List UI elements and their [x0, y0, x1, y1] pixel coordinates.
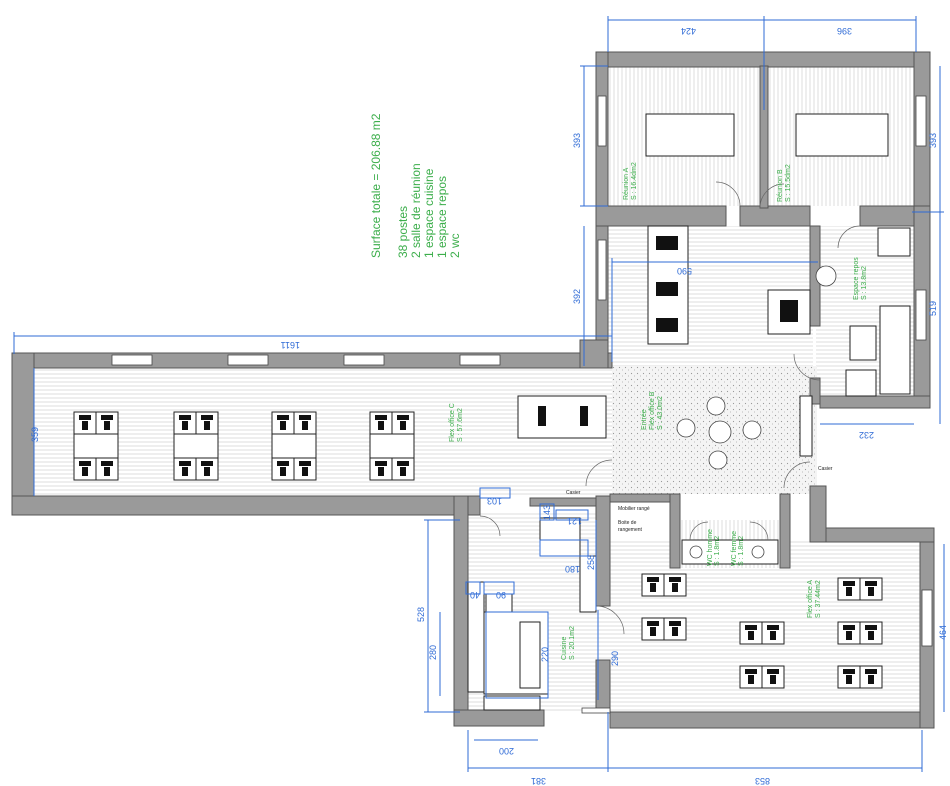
summary-reunion: 2 salle de réunion [409, 163, 423, 258]
espace-repos-furniture [799, 227, 911, 457]
label-rangement: rangement [618, 527, 643, 533]
dim-232: 232 [859, 430, 874, 440]
dim-40: 40 [470, 590, 480, 600]
room-label-flex-b: Flex office B [649, 391, 656, 430]
room-area-flex-a: S : 37.44m2 [815, 580, 822, 618]
dim-200: 200 [499, 746, 514, 756]
walls [11, 51, 935, 729]
dim-180: 180 [565, 564, 580, 574]
room-area-wc-h: S : 1.8m2 [714, 536, 721, 566]
kitchen-furniture [467, 517, 597, 711]
wc-fixtures [681, 539, 779, 565]
room-label-entree: Entrée [641, 409, 648, 430]
room-label-flex-a: Flex office A [807, 580, 814, 618]
room-area-espace-repos: S : 13.8m2 [861, 266, 868, 300]
dim-396: 396 [837, 26, 852, 36]
meeting-tables [645, 113, 889, 157]
label-boite: Boite de [618, 520, 637, 526]
dimension-lines [13, 16, 945, 772]
flex-office-b-desks [647, 225, 811, 345]
dim-143: 143 [542, 505, 552, 520]
room-label-reunion-a: Réunion A [623, 167, 630, 200]
summary-wc: 2 wc [448, 233, 462, 258]
summary-repos: 1 espace repos [435, 176, 449, 258]
room-label-flex-c: Flex office C [449, 403, 456, 442]
room-area-flex-b: S : 43.0m2 [657, 396, 664, 430]
dim-853: 853 [755, 776, 770, 786]
room-area-wc-f: S : 1.8m2 [738, 536, 745, 566]
dim-393-right: 393 [928, 133, 938, 148]
label-casier-2: Casier [818, 466, 833, 472]
room-area-reunion-b: S : 15.5dm2 [785, 164, 792, 202]
dim-90: 90 [496, 590, 506, 600]
dim-121: 121 [567, 516, 582, 526]
dim-519: 519 [928, 301, 938, 316]
room-label-reunion-b: Réunion B [777, 169, 784, 202]
dim-392: 392 [572, 289, 582, 304]
room-label-wc-f: WC femme [731, 531, 738, 566]
dim-280: 280 [428, 645, 438, 660]
label-casier-1: Casier [566, 490, 581, 496]
dim-103: 103 [487, 496, 502, 506]
dim-258: 258 [586, 555, 596, 570]
dim-424: 424 [681, 26, 696, 36]
room-area-reunion-a: S : 16.4dm2 [631, 162, 638, 200]
summary-postes: 38 postes [396, 206, 410, 258]
room-area-flex-c: S : 57.6m2 [457, 408, 464, 442]
room-label-wc-h: WC homme [707, 529, 714, 566]
flex-office-c-desks [73, 395, 607, 481]
room-label-cuisine: Cuisine [561, 637, 568, 660]
dim-464: 464 [938, 625, 948, 640]
summary-cuisine: 1 espace cuisine [422, 168, 436, 258]
dimension-labels: 424 396 393 392 393 519 590 1611 359 232… [30, 26, 948, 786]
dim-220: 220 [540, 647, 550, 662]
dim-590: 590 [677, 266, 692, 276]
dim-290: 290 [610, 651, 620, 666]
dim-528: 528 [416, 607, 426, 622]
dim-393-left: 393 [572, 133, 582, 148]
dim-381: 381 [531, 776, 546, 786]
room-labels: Réunion A S : 16.4dm2 Réunion B S : 15.5… [449, 162, 868, 660]
room-label-espace-repos: Espace repos [853, 257, 860, 300]
room-area-cuisine: S : 20.1m2 [569, 626, 576, 660]
dim-359: 359 [30, 427, 40, 442]
furniture-labels: Casier Mobilier rangé Boite de rangement… [566, 466, 833, 533]
dim-1611: 1611 [281, 340, 300, 350]
doors [479, 181, 861, 635]
label-mobilier: Mobilier rangé [618, 506, 650, 512]
summary-surface: Surface totale = 206.88 m2 [369, 113, 383, 258]
summary-block: Surface totale = 206.88 m2 38 postes 2 s… [369, 113, 462, 258]
entrance-seating [676, 396, 762, 470]
